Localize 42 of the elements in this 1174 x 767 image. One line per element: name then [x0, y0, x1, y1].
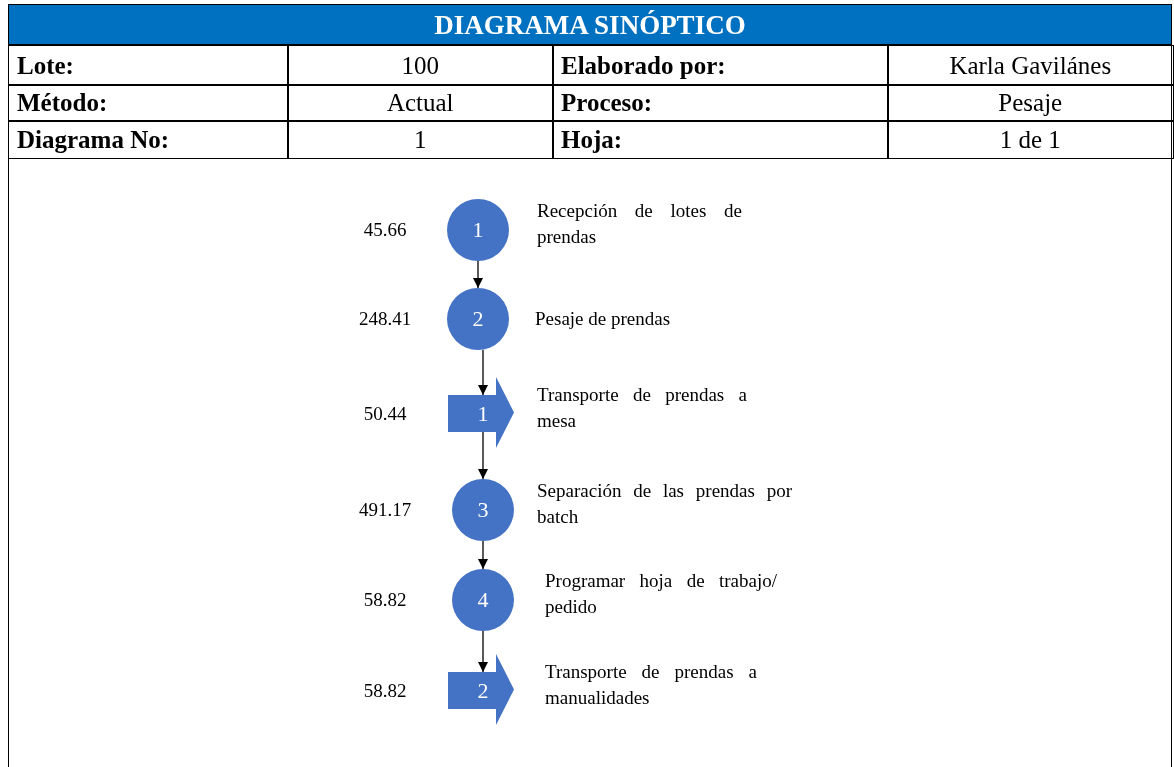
operation-circle	[447, 199, 509, 261]
transport-symbol	[448, 654, 514, 725]
step-number: 2	[471, 308, 485, 330]
field-value-cell: Karla Gavilánes	[887, 45, 1174, 86]
time-value: 58.82	[362, 588, 408, 612]
transport-symbol	[448, 377, 514, 448]
field-label-cell: Lote:	[8, 45, 289, 86]
step-description: Pesaje de prendas	[535, 307, 672, 331]
field-value-cell: 100	[287, 45, 554, 86]
field-label-cell: Diagrama No:	[8, 120, 289, 159]
arrow	[478, 540, 488, 570]
operation-circle	[452, 569, 514, 631]
step-number: 3	[476, 499, 490, 521]
step-number: 2	[476, 679, 490, 702]
time-value: 491.17	[357, 498, 413, 522]
field-value-cell: Pesaje	[887, 84, 1174, 122]
step-description: Recepción de lotes de prendas	[537, 199, 742, 249]
field-label-cell: Proceso:	[552, 84, 889, 122]
arrow	[473, 260, 483, 289]
step-number: 1	[476, 402, 490, 425]
field-value-cell: 1 de 1	[887, 120, 1174, 159]
arrow	[478, 630, 488, 673]
arrow	[478, 431, 488, 480]
operation-circle	[447, 288, 509, 350]
time-value: 248.41	[357, 307, 413, 331]
table-title: DIAGRAMA SINÓPTICO	[8, 4, 1172, 45]
step-description: Separación de las prendas por batch	[537, 479, 792, 529]
field-value-cell: 1	[287, 120, 554, 159]
step-description: Programar hoja de trabajo/ pedido	[545, 569, 777, 619]
step-number: 4	[476, 589, 490, 611]
step-number: 1	[471, 219, 485, 241]
field-value-cell: Actual	[287, 84, 554, 122]
time-value: 45.66	[362, 218, 408, 242]
step-description: Transporte de prendas a manualidades	[545, 659, 757, 710]
step-description: Transporte de prendas a mesa	[537, 382, 747, 433]
field-label-cell: Hoja:	[552, 120, 889, 159]
arrow	[478, 349, 488, 396]
field-label-cell: Método:	[8, 84, 289, 122]
time-value: 58.82	[362, 678, 408, 703]
operation-circle	[452, 479, 514, 541]
time-value: 50.44	[362, 401, 408, 426]
field-label-cell: Elaborado por:	[552, 45, 889, 86]
